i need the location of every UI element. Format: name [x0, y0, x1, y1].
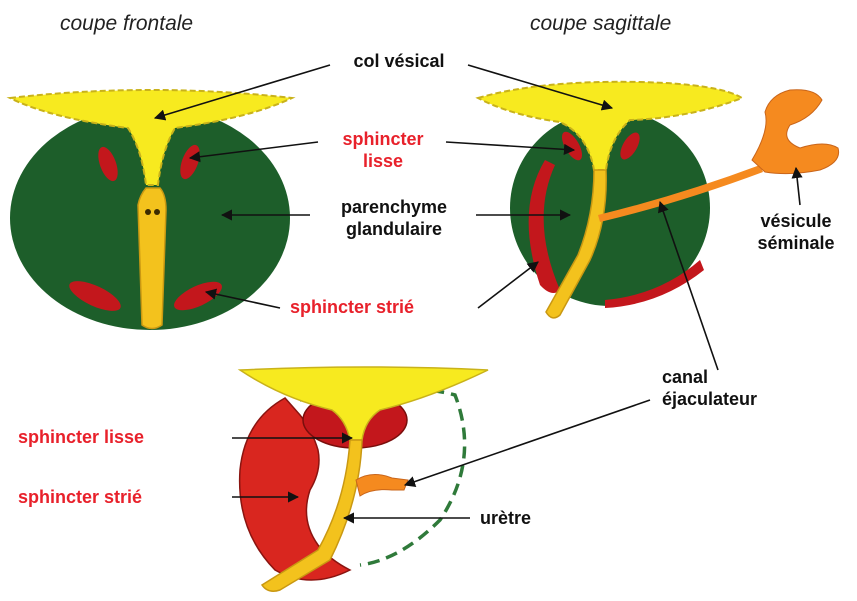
heading-frontal: coupe frontale — [60, 12, 193, 36]
label-vesicule-seminale: vésicule séminale — [740, 210, 852, 254]
label-sphincter-strie-bottom: sphincter strié — [18, 486, 142, 508]
label-canal-ejaculateur: canal éjaculateur — [662, 366, 757, 410]
frontal-ejaculatory-duct — [145, 209, 151, 215]
label-canal-line1: canal — [662, 366, 757, 388]
detail-ejaculatory-duct — [356, 474, 408, 496]
label-parenchyme: parenchyme glandulaire — [312, 196, 476, 240]
label-col-vesical: col vésical — [330, 50, 468, 72]
label-uretre: urètre — [480, 507, 531, 529]
seminal-vesicle — [752, 90, 839, 174]
label-sphincter-lisse-bottom: sphincter lisse — [18, 426, 144, 448]
label-parenchyme-line2: glandulaire — [312, 218, 476, 240]
label-vesicule-line1: vésicule — [740, 210, 852, 232]
label-sphincter-strie-top: sphincter strié — [290, 296, 414, 318]
arrow-sphincter-strie-sagittal — [478, 262, 538, 308]
frontal-ejaculatory-duct — [154, 209, 160, 215]
frontal-section — [10, 90, 292, 330]
frontal-urethra — [138, 188, 166, 329]
label-sphincter-lisse-top: sphincter lisse — [318, 128, 448, 172]
label-vesicule-line2: séminale — [740, 232, 852, 254]
sagittal-section — [478, 82, 839, 318]
detail-section — [240, 367, 488, 591]
label-parenchyme-line1: parenchyme — [312, 196, 476, 218]
label-canal-line2: éjaculateur — [662, 388, 757, 410]
label-sphincter-lisse-line2: lisse — [318, 150, 448, 172]
arrow-canal-detail — [405, 400, 650, 485]
label-sphincter-lisse-line1: sphincter — [318, 128, 448, 150]
heading-sagittal: coupe sagittale — [530, 12, 671, 36]
